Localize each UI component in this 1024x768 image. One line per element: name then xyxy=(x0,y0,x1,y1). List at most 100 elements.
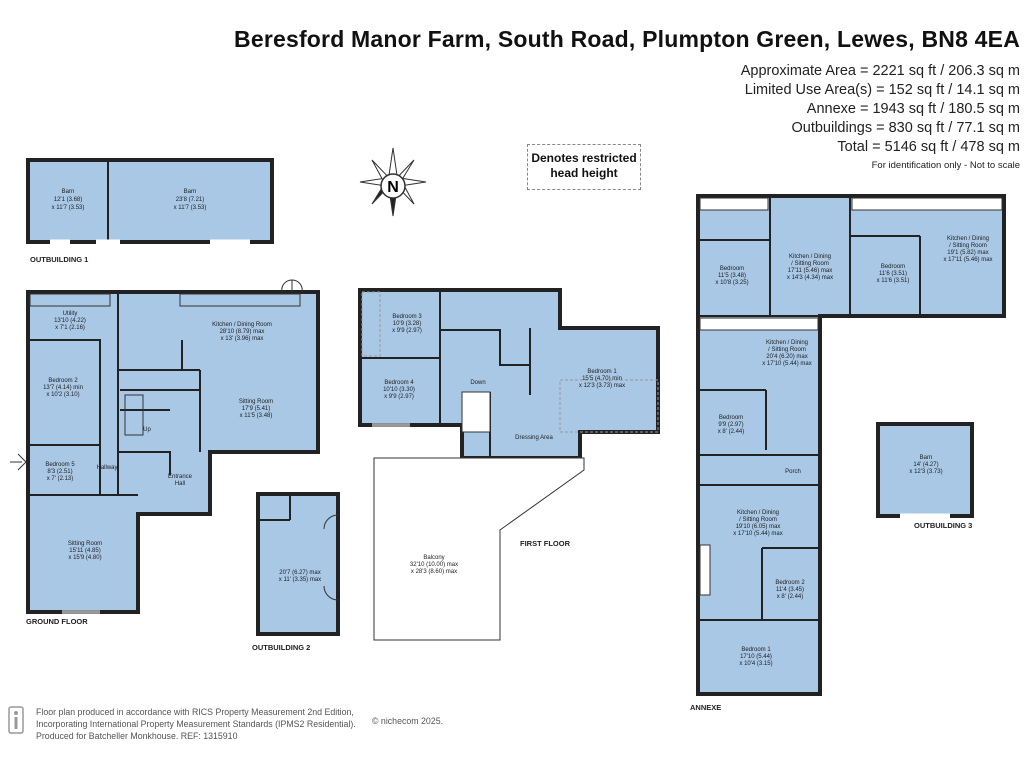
room-ax-kds-a: Kitchen / Dining / Sitting Room 17'11 (5… xyxy=(787,254,833,281)
room-bedroom-4: Bedroom 4 10'10 (3.30) x 9'9 (2.97) xyxy=(383,380,415,400)
svg-text:x 12'3 (3.73): x 12'3 (3.73) xyxy=(909,469,942,475)
area-annexe: Annexe = 1943 sq ft / 180.5 sq m xyxy=(806,101,1020,117)
room-bedroom-5: Bedroom 5 8'3 (2.51) x 7' (2.13) xyxy=(45,462,75,482)
svg-text:x 8' (2.44): x 8' (2.44) xyxy=(777,594,804,600)
restricted-height-legend: Denotes restricted head height xyxy=(527,144,641,190)
svg-text:19'1 (5.82) max: 19'1 (5.82) max xyxy=(947,250,989,256)
svg-text:x 12'3 (3.73) max: x 12'3 (3.73) max xyxy=(579,383,625,389)
label-annexe: ANNEXE xyxy=(690,703,721,712)
balcony-plan xyxy=(373,457,585,641)
svg-text:/ Sitting Room: / Sitting Room xyxy=(791,261,829,267)
svg-text:20'7 (6.27) max: 20'7 (6.27) max xyxy=(279,570,321,576)
svg-text:Bedroom 1: Bedroom 1 xyxy=(587,369,617,375)
svg-text:23'8 (7.21): 23'8 (7.21) xyxy=(176,197,205,203)
svg-text:32'10 (10.00) max: 32'10 (10.00) max xyxy=(410,562,458,568)
outbuilding-2-plan xyxy=(256,492,340,636)
svg-text:Bedroom 2: Bedroom 2 xyxy=(775,580,805,586)
svg-text:Kitchen / Dining: Kitchen / Dining xyxy=(766,340,808,346)
svg-text:Utility: Utility xyxy=(63,311,78,317)
svg-text:x 17'10 (5.44) max: x 17'10 (5.44) max xyxy=(733,531,783,537)
svg-text:x 11'5 (3.48): x 11'5 (3.48) xyxy=(240,413,273,419)
label-outbuilding-3: OUTBUILDING 3 xyxy=(914,521,972,530)
room-bedroom-1-first: Bedroom 1 15'5 (4.70) min x 12'3 (3.73) … xyxy=(579,369,625,389)
svg-text:Bedroom: Bedroom xyxy=(719,415,743,421)
svg-text:11'4 (3.45): 11'4 (3.45) xyxy=(776,587,804,593)
room-ax-kds-b: Kitchen / Dining / Sitting Room 19'1 (5.… xyxy=(943,236,992,263)
svg-text:Kitchen / Dining: Kitchen / Dining xyxy=(947,236,989,242)
copyright-text: © nichecom 2025. xyxy=(372,716,444,726)
svg-text:Bedroom 5: Bedroom 5 xyxy=(45,462,75,468)
svg-text:14' (4.27): 14' (4.27) xyxy=(913,462,938,468)
room-ax-bedroom-2: Bedroom 2 11'4 (3.45) x 8' (2.44) xyxy=(775,580,805,600)
svg-text:Barn: Barn xyxy=(62,189,75,195)
svg-text:x 28'3 (8.60) max: x 28'3 (8.60) max xyxy=(411,569,457,575)
label-down: Down xyxy=(470,380,485,386)
room-porch: Porch xyxy=(785,469,801,475)
svg-text:Bedroom 4: Bedroom 4 xyxy=(384,380,414,386)
footer-credits: Floor plan produced in accordance with R… xyxy=(36,707,356,741)
room-sitting-ground: Sitting Room 17'9 (5.41) x 11'5 (3.48) xyxy=(239,399,273,419)
room-ax-bedroom-c: Bedroom 9'9 (2.97) x 8' (2.44) xyxy=(718,415,745,435)
scale-note: For identification only - Not to scale xyxy=(871,160,1020,171)
svg-text:x 9'9 (2.97): x 9'9 (2.97) xyxy=(384,394,414,400)
label-first-floor: FIRST FLOOR xyxy=(520,539,571,548)
label-ground-floor: GROUND FLOOR xyxy=(26,617,88,626)
page-title: Beresford Manor Farm, South Road, Plumpt… xyxy=(234,26,1020,52)
outbuilding-3-plan xyxy=(876,422,974,519)
room-ax-kds-c: Kitchen / Dining / Sitting Room 20'4 (6.… xyxy=(762,340,812,367)
svg-text:x 11'7 (3.53): x 11'7 (3.53) xyxy=(174,205,207,211)
room-ob1-barn-2: Barn 23'8 (7.21) x 11'7 (3.53) xyxy=(174,189,207,211)
svg-text:Sitting Room: Sitting Room xyxy=(68,541,102,547)
svg-text:Kitchen / Dining Room: Kitchen / Dining Room xyxy=(212,322,272,328)
svg-text:Hall: Hall xyxy=(175,481,185,487)
svg-text:x 10'4 (3.15): x 10'4 (3.15) xyxy=(739,661,772,667)
room-dressing-area: Dressing Area xyxy=(515,435,553,441)
svg-text:28'10 (8.79) max: 28'10 (8.79) max xyxy=(220,329,265,335)
svg-text:Entrance: Entrance xyxy=(168,474,193,480)
rics-logo-icon xyxy=(8,706,24,734)
svg-text:12'1 (3.68): 12'1 (3.68) xyxy=(54,197,83,203)
svg-text:13'10 (4.22): 13'10 (4.22) xyxy=(54,318,86,324)
room-ob2: 20'7 (6.27) max x 11' (3.35) max xyxy=(279,570,321,583)
svg-text:Bedroom 1: Bedroom 1 xyxy=(741,647,771,653)
room-entrance-hall: Entrance Hall xyxy=(168,474,193,487)
svg-text:Bedroom 2: Bedroom 2 xyxy=(48,378,78,384)
room-ax-kds-d: Kitchen / Dining / Sitting Room 19'10 (6… xyxy=(733,510,783,537)
ground-floor-plan xyxy=(10,279,320,614)
svg-text:11'5 (3.48): 11'5 (3.48) xyxy=(718,273,746,279)
room-sitting-ground-2: Sitting Room 15'11 (4.85) x 15'9 (4.80) xyxy=(68,541,102,561)
svg-text:/ Sitting Room: / Sitting Room xyxy=(739,517,777,523)
room-bedroom-3: Bedroom 3 10'9 (3.28) x 9'9 (2.97) xyxy=(392,314,422,334)
area-total: Total = 5146 sq ft / 478 sq m xyxy=(837,139,1020,155)
svg-text:10'10 (3.30): 10'10 (3.30) xyxy=(383,387,415,393)
svg-text:Bedroom: Bedroom xyxy=(881,264,905,270)
svg-text:Bedroom 3: Bedroom 3 xyxy=(392,314,422,320)
svg-text:19'10 (6.05) max: 19'10 (6.05) max xyxy=(736,524,781,530)
svg-text:13'7 (4.14) min: 13'7 (4.14) min xyxy=(43,385,83,391)
area-approximate: Approximate Area = 2221 sq ft / 206.3 sq… xyxy=(740,63,1020,79)
label-outbuilding-2: OUTBUILDING 2 xyxy=(252,643,310,652)
room-utility: Utility 13'10 (4.22) x 7'1 (2.16) xyxy=(54,311,86,331)
svg-text:Barn: Barn xyxy=(184,189,197,195)
svg-text:Balcony: Balcony xyxy=(423,555,444,561)
svg-text:x 11' (3.35) max: x 11' (3.35) max xyxy=(279,577,321,583)
svg-text:x 17'11 (5.46) max: x 17'11 (5.46) max xyxy=(943,257,992,263)
room-bedroom-2-ground: Bedroom 2 13'7 (4.14) min x 10'2 (3.10) xyxy=(43,378,83,398)
area-limited-use: Limited Use Area(s) = 152 sq ft / 14.1 s… xyxy=(744,82,1020,98)
svg-text:x 15'9 (4.80): x 15'9 (4.80) xyxy=(68,555,101,561)
svg-text:x 17'10 (5.44) max: x 17'10 (5.44) max xyxy=(762,361,812,367)
room-balcony: Balcony 32'10 (10.00) max x 28'3 (8.60) … xyxy=(410,555,458,575)
svg-text:17'9 (5.41): 17'9 (5.41) xyxy=(242,406,271,412)
room-ob1-barn-1: Barn 12'1 (3.68) x 11'7 (3.53) xyxy=(52,189,85,211)
compass-icon: N xyxy=(359,147,427,217)
svg-text:8'3 (2.51): 8'3 (2.51) xyxy=(47,469,72,475)
svg-text:/ Sitting Room: / Sitting Room xyxy=(768,347,806,353)
svg-text:x 7'1 (2.16): x 7'1 (2.16) xyxy=(55,325,85,331)
label-outbuilding-1: OUTBUILDING 1 xyxy=(30,255,88,264)
svg-text:17'11 (5.46) max: 17'11 (5.46) max xyxy=(788,268,832,274)
svg-text:x 8' (2.44): x 8' (2.44) xyxy=(718,429,745,435)
svg-text:Barn: Barn xyxy=(920,455,933,461)
svg-text:x 13' (3.96) max: x 13' (3.96) max xyxy=(221,336,264,342)
room-ax-bedroom-a: Bedroom 11'5 (3.48) x 10'8 (3.25) xyxy=(715,266,748,286)
area-outbuildings: Outbuildings = 830 sq ft / 77.1 sq m xyxy=(791,120,1020,136)
